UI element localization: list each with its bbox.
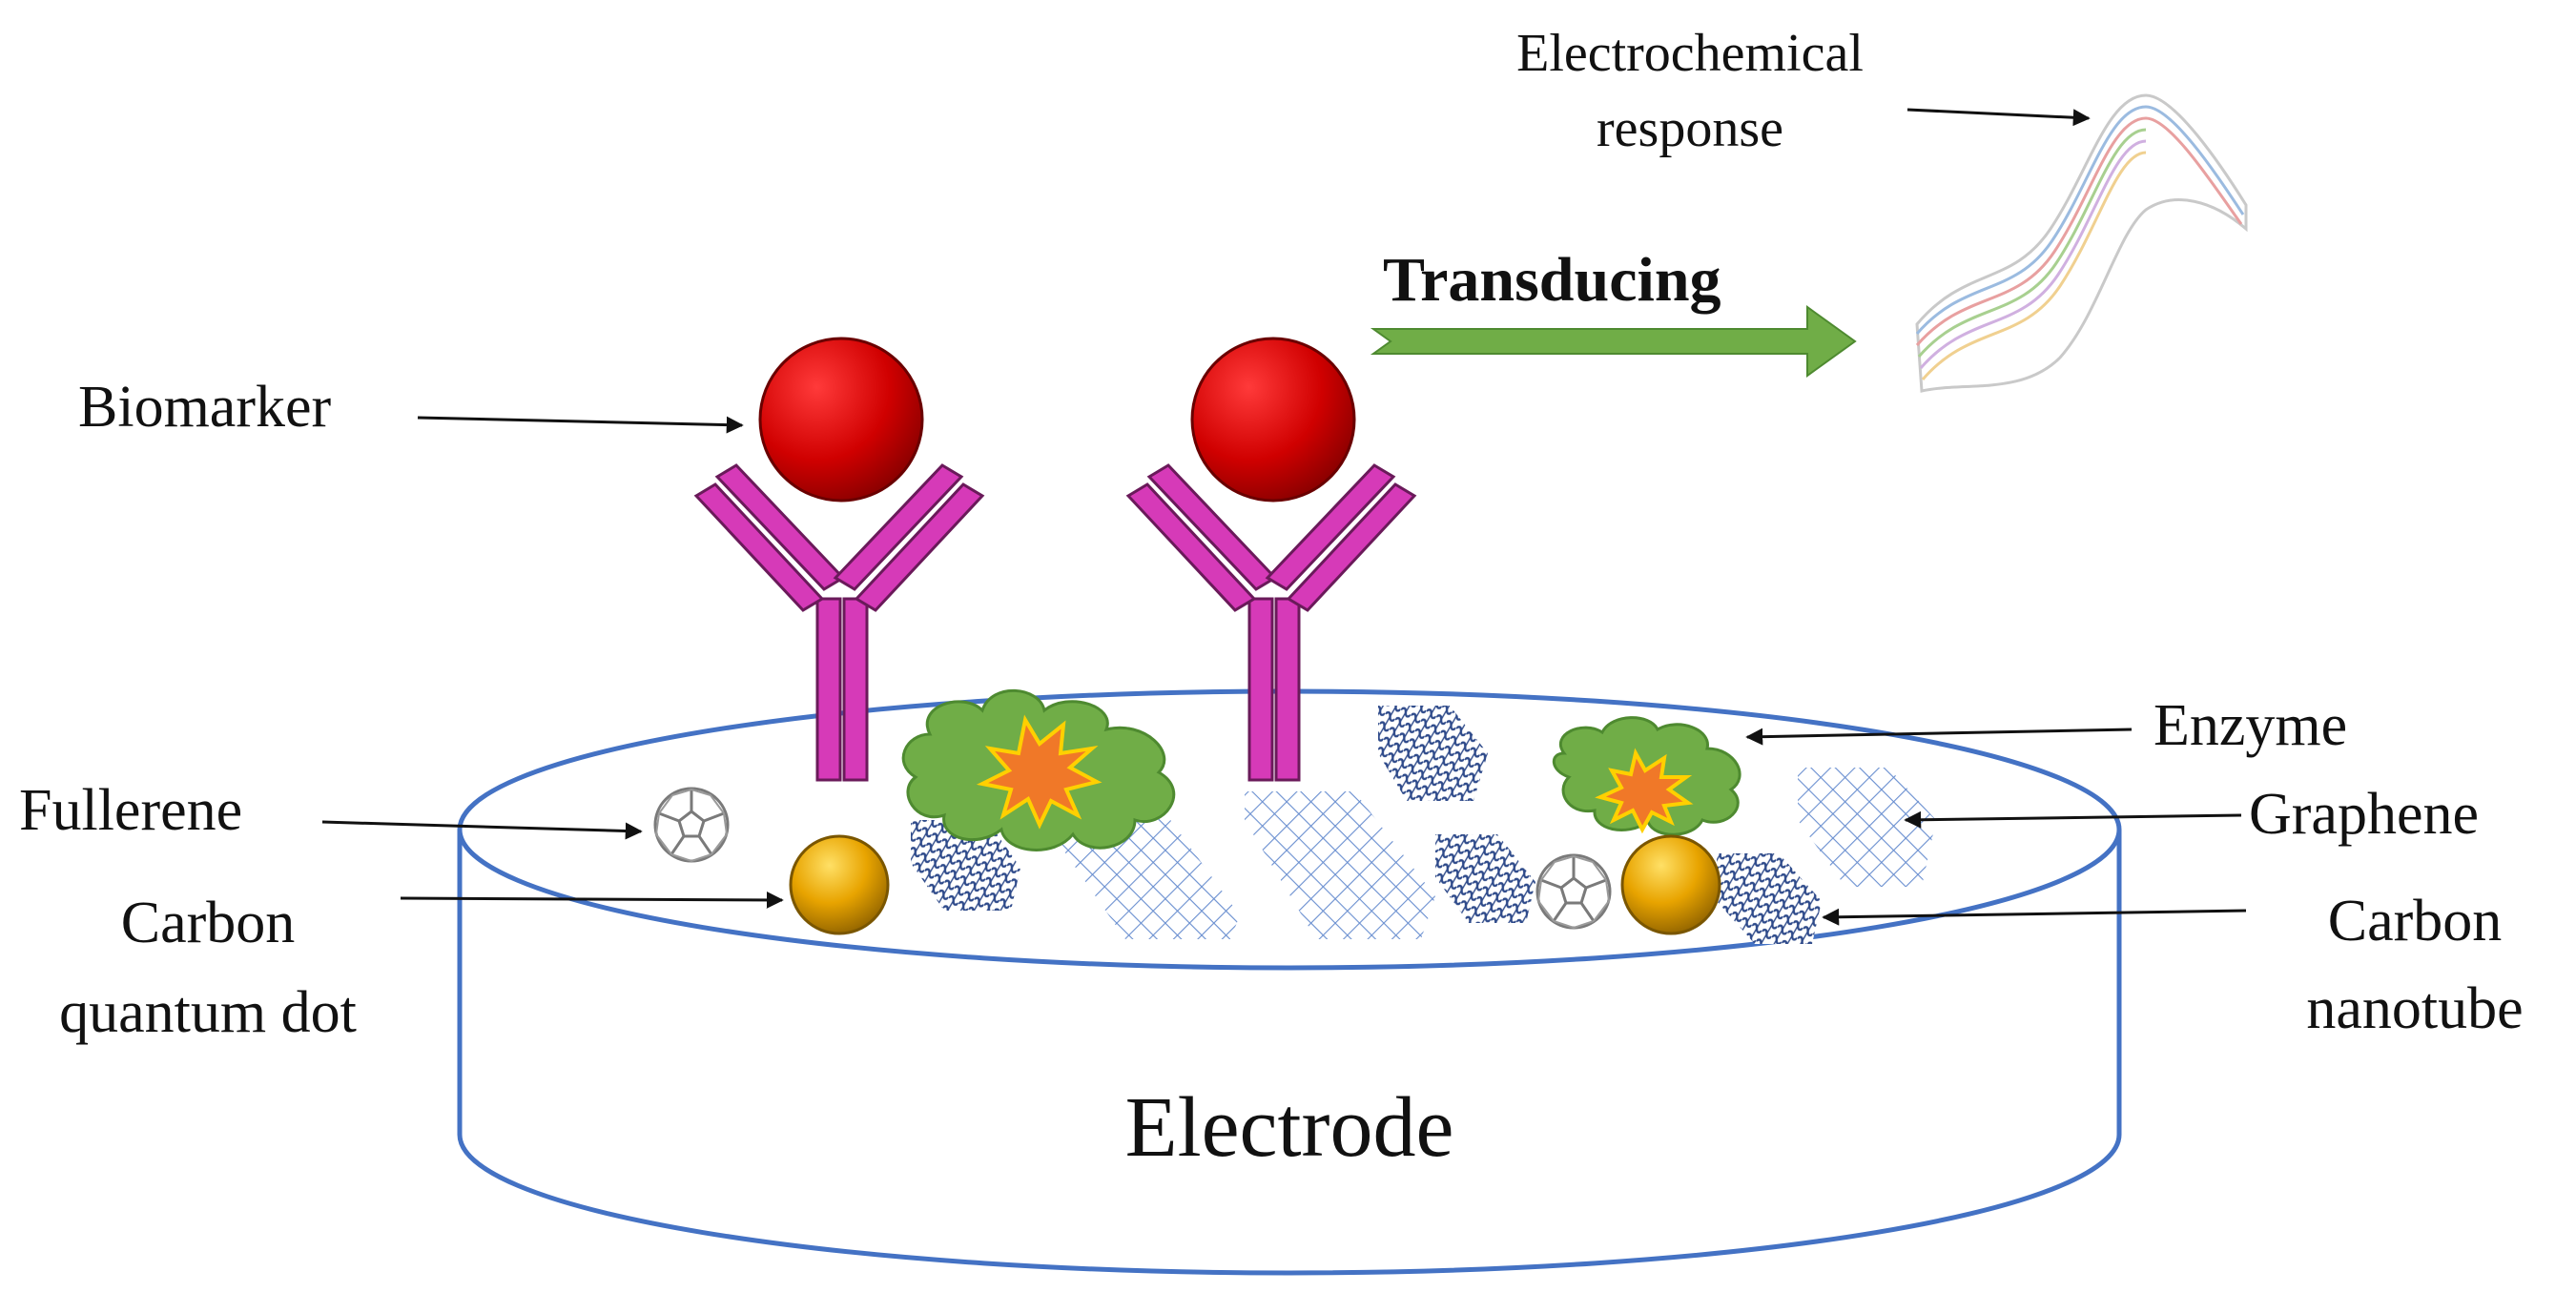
enzyme-active-site-icon bbox=[1595, 748, 1694, 834]
nanotube-leader-arrow bbox=[1822, 908, 2247, 926]
graphene-leader-arrow bbox=[1904, 810, 2242, 829]
cyclic-voltammogram-icon bbox=[1915, 93, 2248, 393]
electrochemical-label-line1: Electrochemical bbox=[1516, 24, 1864, 83]
antibody-stem bbox=[1247, 597, 1274, 782]
electrochemical-leader-arrow bbox=[1906, 108, 2091, 127]
quantum-dot-leader-arrow bbox=[400, 891, 784, 909]
carbon-nanotubes bbox=[911, 706, 1822, 944]
nanotube-label-line1: Carbon bbox=[2328, 889, 2503, 954]
antibody-stem bbox=[815, 597, 842, 782]
fullerene-icon bbox=[653, 787, 730, 863]
transducing-label: Transducing bbox=[1383, 245, 1721, 315]
antibody-arm bbox=[833, 463, 964, 591]
antibody-arm bbox=[1125, 482, 1257, 612]
transducing-arrow bbox=[1370, 305, 1857, 378]
electrochemical-label-line2: response bbox=[1597, 99, 1783, 158]
carbon-nanotube bbox=[1378, 706, 1488, 801]
biomarker-icon bbox=[758, 337, 924, 502]
enzyme-label: Enzyme bbox=[2154, 693, 2347, 758]
antibody-arm bbox=[693, 482, 825, 612]
carbon-nanotube bbox=[1717, 853, 1822, 944]
fullerene-icon bbox=[1535, 853, 1612, 930]
antibody-left bbox=[693, 463, 985, 782]
enzyme-active-site-icon bbox=[976, 714, 1103, 830]
graphene-sheet bbox=[1245, 791, 1435, 939]
fullerene-leader-arrow bbox=[321, 820, 643, 840]
fullerene-label: Fullerene bbox=[19, 778, 242, 843]
biomarker-icon bbox=[1190, 337, 1356, 502]
quantum-dot-label-line2: quantum dot bbox=[59, 980, 357, 1045]
quantum-dot-icon bbox=[1620, 834, 1721, 935]
biomarker-label: Biomarker bbox=[78, 375, 331, 440]
antibody-arm bbox=[1265, 463, 1396, 591]
carbon-nanotube bbox=[911, 820, 1020, 911]
enzyme-large bbox=[901, 688, 1176, 851]
quantum-dot-label-line1: Carbon bbox=[121, 891, 296, 955]
antibody-stem bbox=[1274, 597, 1301, 782]
enzyme-small bbox=[1552, 716, 1741, 836]
antibody-right bbox=[1125, 463, 1417, 782]
electrode-label: Electrode bbox=[1125, 1080, 1454, 1175]
graphene-label: Graphene bbox=[2249, 782, 2479, 847]
carbon-nanotube bbox=[1435, 834, 1535, 923]
graphene-sheet bbox=[1798, 768, 1936, 887]
quantum-dot-icon bbox=[789, 834, 890, 935]
antibody-arm bbox=[854, 482, 985, 612]
antibody-arm bbox=[1286, 482, 1417, 612]
antibody-stem bbox=[842, 597, 869, 782]
biomarker-leader-arrow bbox=[417, 416, 744, 434]
nanotube-label-line2: nanotube bbox=[2306, 976, 2523, 1041]
leader-arrows bbox=[321, 108, 2247, 926]
enzyme-leader-arrow bbox=[1745, 728, 2133, 746]
